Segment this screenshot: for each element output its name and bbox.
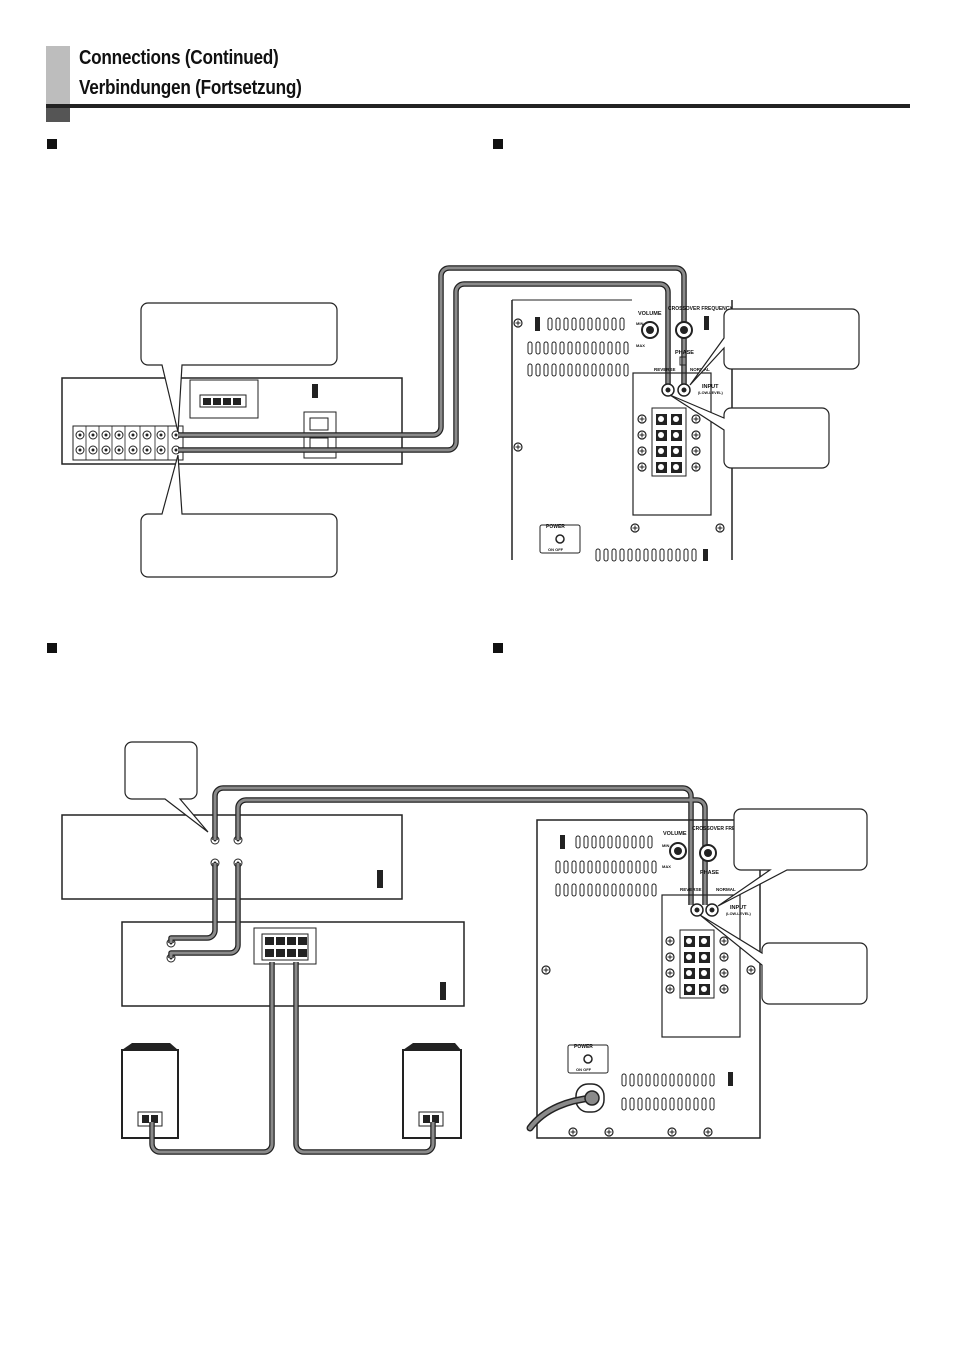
- label-low-level: (LOW-LEVEL): [698, 391, 724, 395]
- signal-cables-top: [178, 265, 687, 453]
- title-accent-stripe: [46, 108, 70, 122]
- callout-top-right-2: [669, 394, 830, 469]
- section-marker-1: [47, 139, 57, 149]
- callout-bottom-right-1: [717, 808, 868, 907]
- label-on-off-2: ON OFF: [576, 1067, 592, 1072]
- label-volume-2: VOLUME: [663, 831, 687, 837]
- label-max-2: MAX: [662, 864, 671, 869]
- label-max: MAX: [636, 343, 645, 348]
- label-power: POWER: [546, 524, 565, 530]
- label-min: MIN: [636, 321, 643, 326]
- header-rule: [46, 104, 910, 108]
- label-normal-2: NORMAL: [716, 887, 736, 892]
- page-title-de: Verbindungen (Fortsetzung): [79, 77, 302, 99]
- preamplifier-rear-panel: [61, 814, 403, 900]
- input-jack-left-2: [690, 903, 704, 917]
- subwoofer-rear-panel-top: VOLUME MIN MAX CROSSOVER FREQUENCY PHASE…: [511, 299, 733, 562]
- label-normal: NORMAL: [690, 367, 710, 372]
- diagram-bottom: VOLUME MIN MAX CROSSOVER FREQUENCY PHASE…: [61, 741, 868, 1155]
- label-on-off: ON OFF: [548, 547, 564, 552]
- callout-preamp: [124, 741, 209, 833]
- section-marker-4: [493, 643, 503, 653]
- input-jack-right: [677, 383, 691, 397]
- title-accent-bar: [46, 46, 70, 104]
- section-marker-3: [47, 643, 57, 653]
- label-low-level-2: (LOW-LEVEL): [726, 912, 752, 916]
- label-min-2: MIN: [662, 843, 669, 848]
- label-input-2: INPUT: [730, 905, 747, 911]
- callout-bottom-right-2: [699, 914, 868, 1005]
- amplifier-rca-jacks: [72, 425, 184, 461]
- input-jack-left: [661, 383, 675, 397]
- callout-bottom-left: [140, 454, 338, 578]
- page-title-en: Connections (Continued): [79, 47, 279, 69]
- label-power-2: POWER: [574, 1044, 593, 1050]
- label-crossover-2: CROSSOVER FREQUENCY: [692, 826, 757, 832]
- diagram-top: VOLUME MIN MAX CROSSOVER FREQUENCY PHASE…: [61, 265, 860, 578]
- subwoofer-rear-panel-bottom: VOLUME MIN MAX CROSSOVER FREQUENCY PHASE…: [526, 819, 761, 1139]
- callout-top-right-1: [689, 308, 860, 386]
- callout-top-left: [140, 302, 338, 433]
- cables-bottom: [149, 785, 708, 1155]
- label-input: INPUT: [702, 384, 719, 390]
- label-phase-2: PHASE: [700, 870, 719, 876]
- label-volume: VOLUME: [638, 311, 662, 317]
- label-reverse-2: REVERSE: [680, 887, 702, 892]
- input-jack-right-2: [705, 903, 719, 917]
- label-crossover: CROSSOVER FREQUENCY: [668, 306, 733, 312]
- label-phase: PHASE: [675, 350, 694, 356]
- label-reverse: REVERSE: [654, 367, 676, 372]
- section-marker-2: [493, 139, 503, 149]
